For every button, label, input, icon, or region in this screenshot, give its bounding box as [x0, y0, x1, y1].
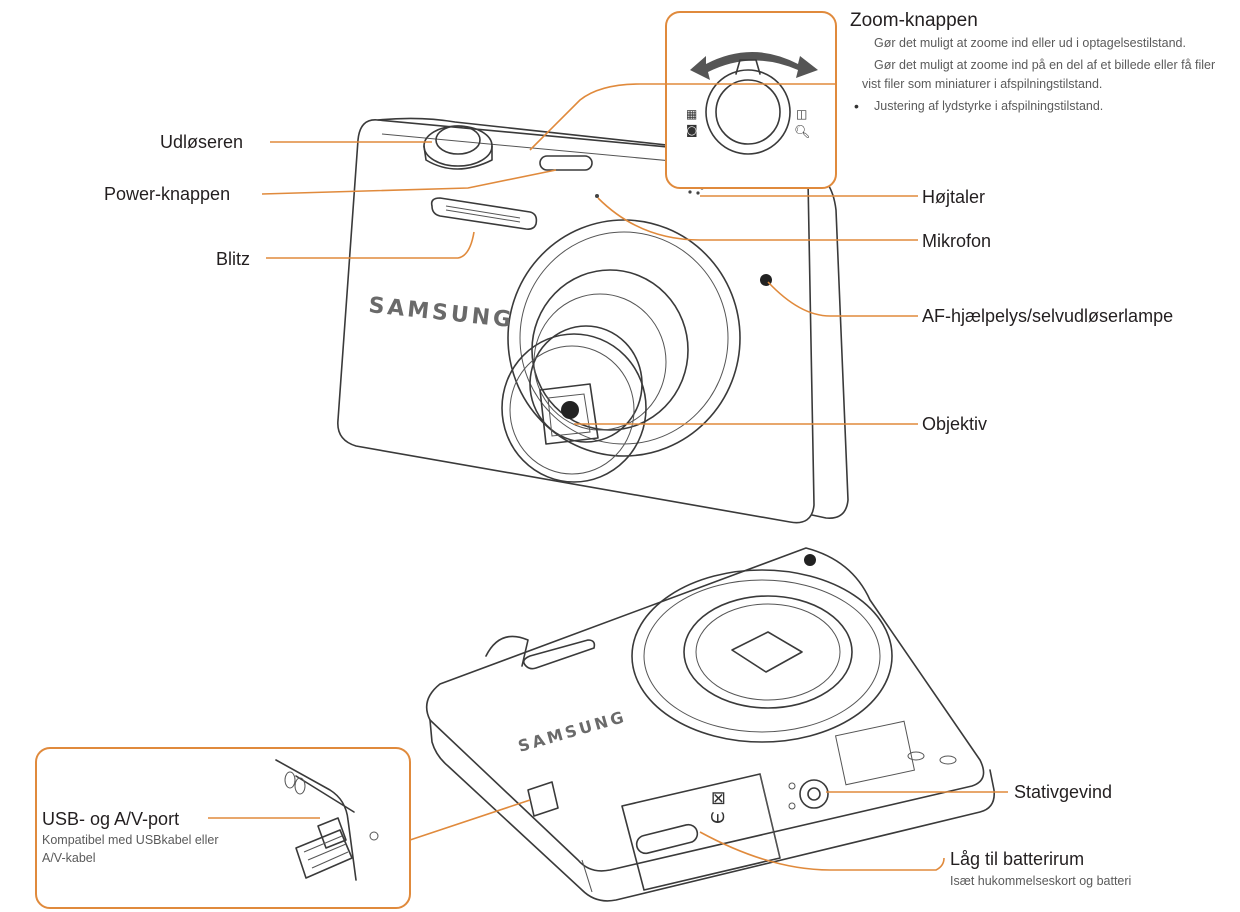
brand-logo-bottom: SAMSUNG — [516, 707, 629, 756]
svg-text:Є ⊠: Є ⊠ — [708, 791, 729, 824]
label-microphone: Mikrofon — [922, 230, 991, 252]
label-speaker: Højtaler — [922, 186, 985, 208]
zoom-bullet-2-continued: vist filer som miniaturer i afspilningst… — [862, 76, 1102, 93]
label-tripod: Stativgevind — [1014, 781, 1112, 803]
label-battery-cover-desc: Isæt hukommelseskort og batteri — [950, 873, 1131, 890]
zoom-bullet-1: Gør det muligt at zoome ind eller ud i o… — [874, 35, 1240, 52]
svg-text:◙: ◙ — [686, 123, 698, 137]
label-battery-cover: Låg til batterirum — [950, 848, 1084, 870]
label-usb-port-desc-1: Kompatibel med USBkabel eller — [42, 832, 218, 849]
label-shutter: Udløseren — [160, 131, 243, 153]
label-usb-port-desc-2: A/V-kabel — [42, 850, 96, 867]
zoom-title: Zoom-knappen — [850, 10, 978, 32]
zoom-detail-panel: ▦ ◙ ◫ 🔍︎ — [666, 12, 836, 188]
lens-assembly — [502, 220, 740, 482]
label-usb-port: USB- og A/V-port — [42, 808, 179, 830]
brand-logo-front: SAMSUNG — [367, 293, 515, 333]
label-af-lamp: AF-hjælpelys/selvudløserlampe — [922, 305, 1173, 327]
tripod-socket — [789, 780, 828, 809]
microphone-hole — [595, 194, 599, 198]
shutter-button-shape — [424, 126, 492, 169]
camera-bottom-illustration: SAMSUNG Є ⊠ — [427, 548, 995, 901]
zoom-bullet-3: Justering af lydstyrke i afspilningstils… — [874, 98, 1103, 115]
label-power-button: Power-knappen — [104, 183, 230, 205]
label-lens: Objektiv — [922, 413, 987, 435]
svg-text:▦: ▦ — [686, 107, 697, 121]
zoom-bullet-2: Gør det muligt at zoome ind på en del af… — [874, 57, 1240, 74]
lens-bottom-view — [632, 570, 892, 742]
svg-text:◫: ◫ — [796, 107, 807, 121]
flash-window — [432, 198, 537, 229]
label-flash: Blitz — [216, 248, 250, 270]
power-button-shape — [540, 156, 592, 170]
svg-text:🔍︎: 🔍︎ — [794, 125, 811, 140]
